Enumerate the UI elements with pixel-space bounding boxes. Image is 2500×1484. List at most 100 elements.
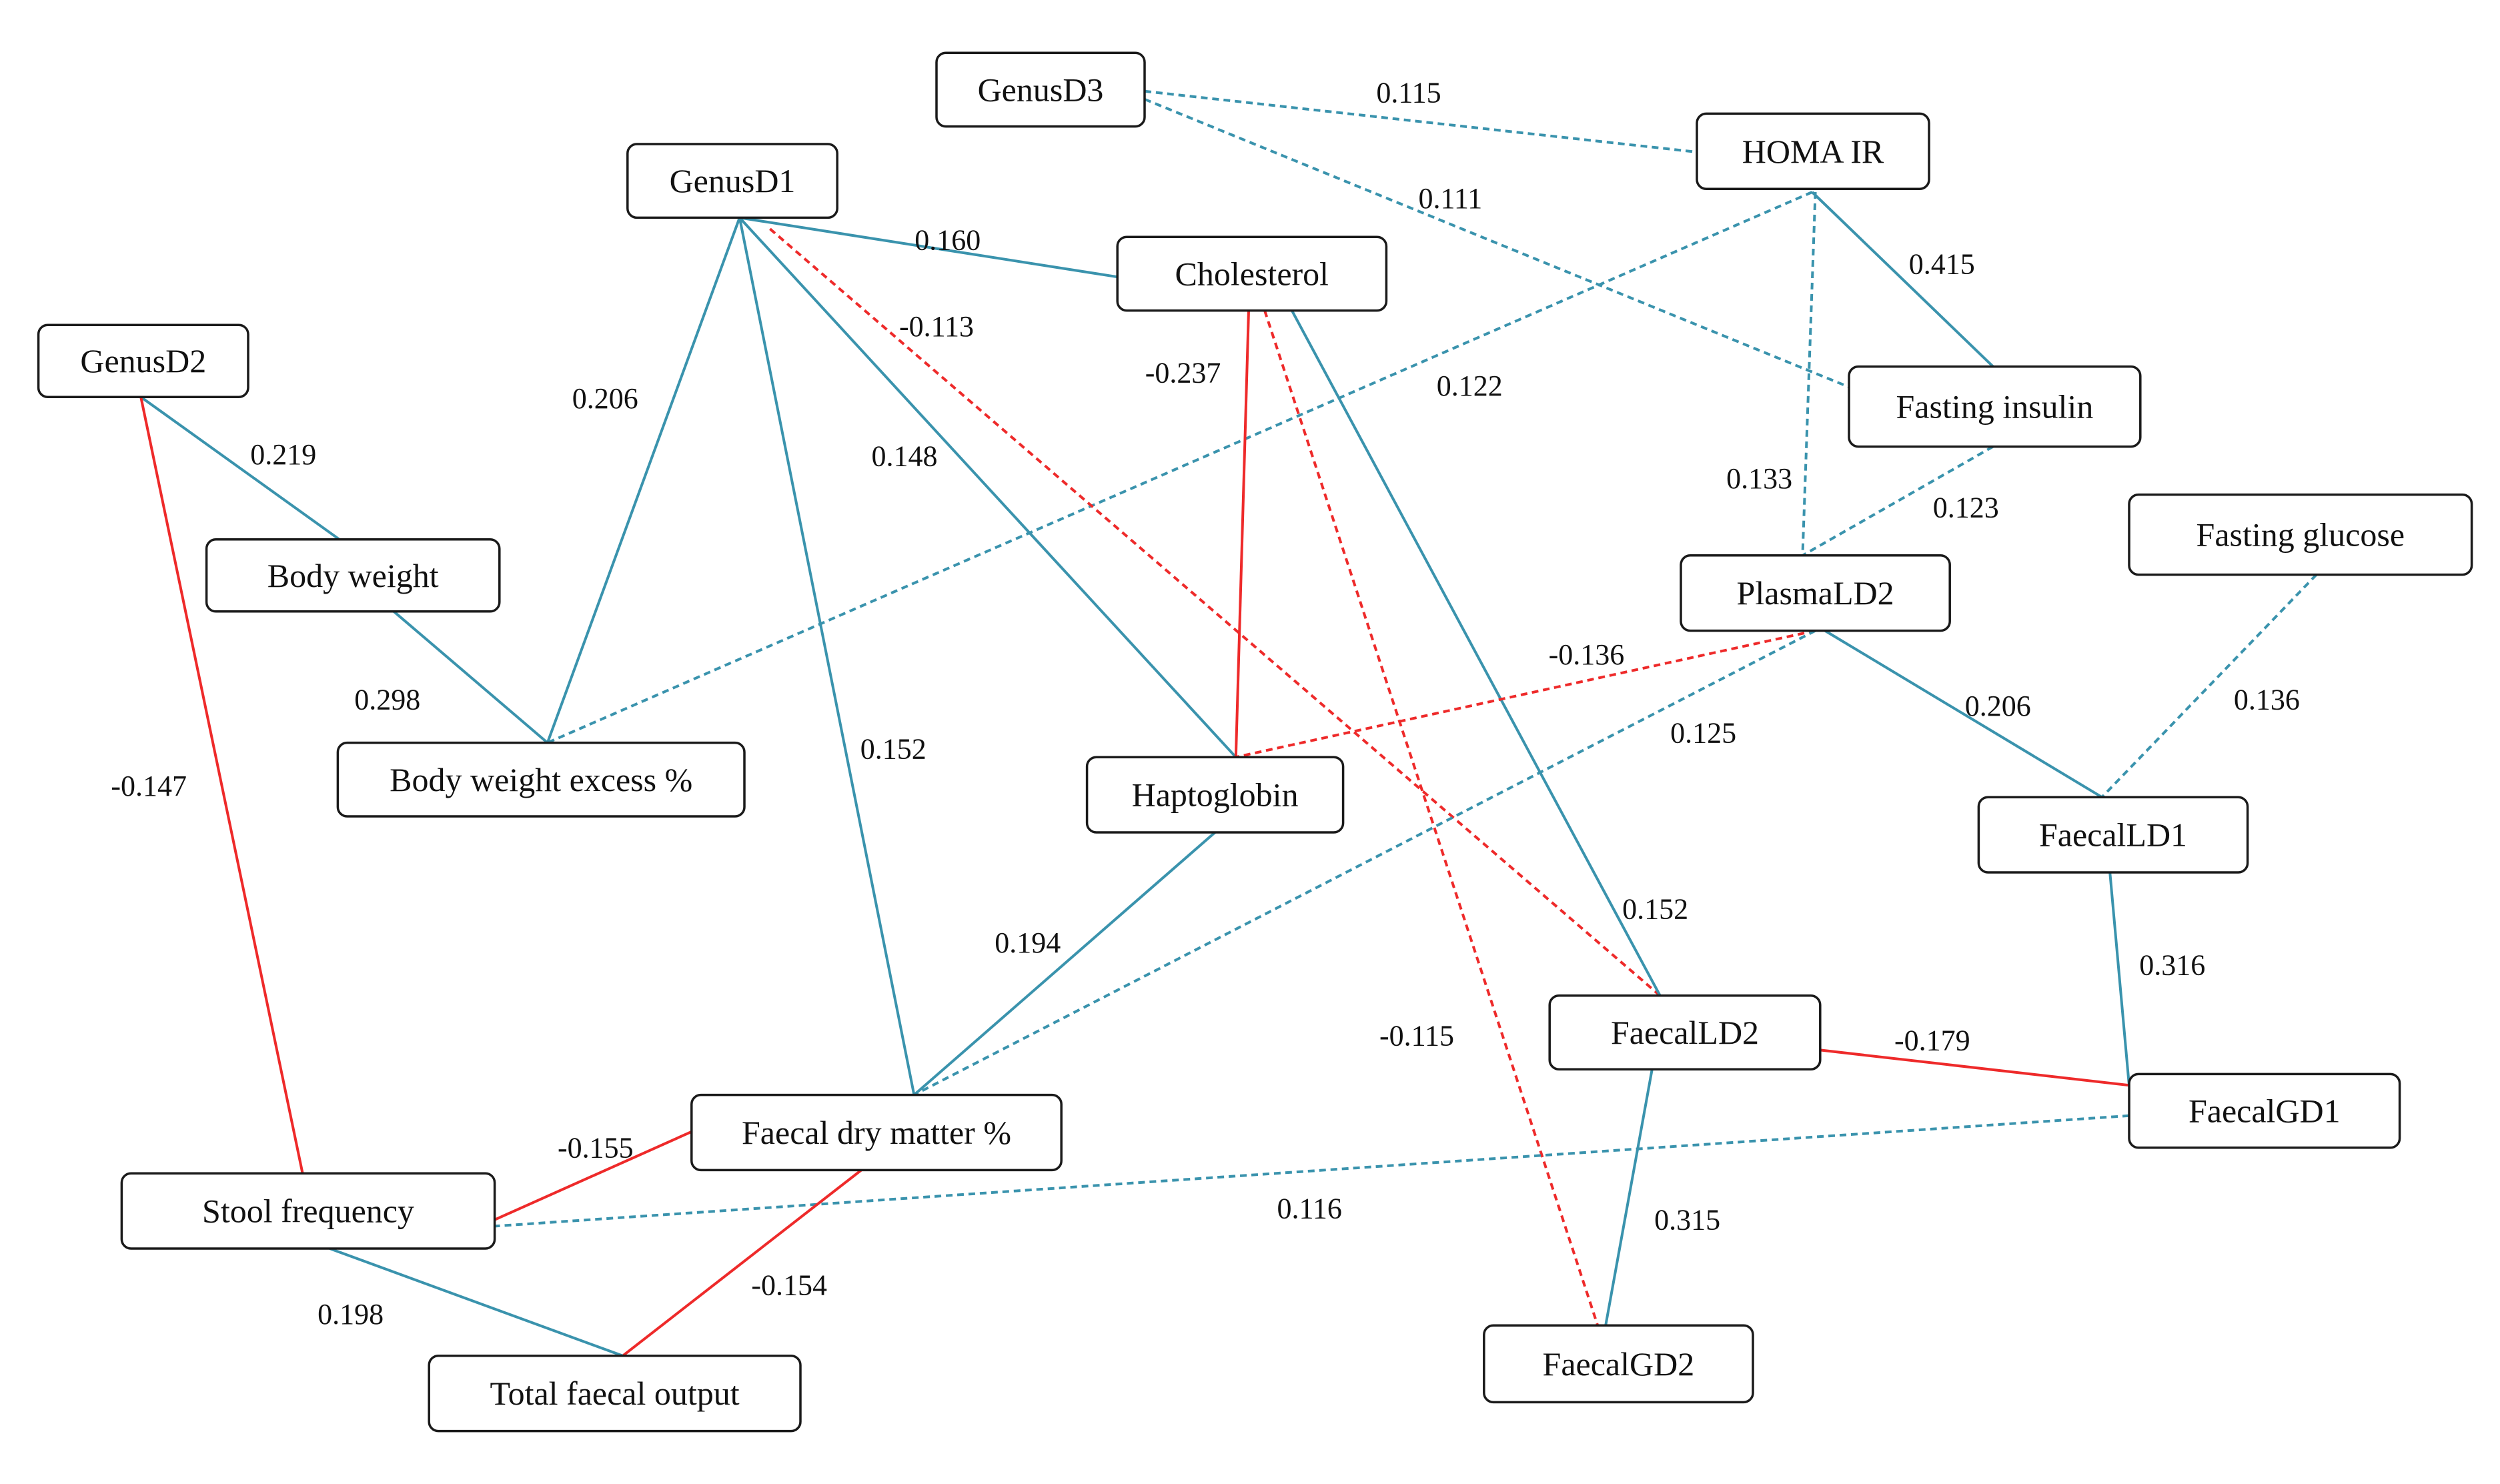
edge-label-faecalGD1-stoolFreq: 0.116 (1277, 1193, 1342, 1225)
edge-haptoglobin-faecalDM (913, 831, 1216, 1096)
node-box-faecalGD2 (1483, 1324, 1754, 1404)
node-cholesterol: Cholesterol (1116, 235, 1388, 312)
edge-label-faecalDM-stoolFreq: -0.155 (558, 1131, 634, 1164)
node-faecalGD1: FaecalGD1 (2128, 1072, 2401, 1149)
node-bwExcess: Body weight excess % (336, 741, 746, 818)
edge-label-homa-plasmaLD2: 0.133 (1726, 462, 1792, 495)
edge-homa-plasmaLD2 (1801, 191, 1817, 556)
node-faecalLD2: FaecalLD2 (1548, 994, 1822, 1070)
edge-genusD1-bwExcess (546, 217, 741, 744)
node-label-faecalLD1: FaecalLD1 (2039, 816, 2187, 854)
edge-label-fastingInsulin-plasmaLD2: 0.123 (1933, 491, 1999, 524)
edge-label-cholesterol-haptoglobin: -0.237 (1145, 357, 1221, 390)
edge-plasmaLD2-faecalLD1 (1824, 629, 2103, 798)
node-box-faecalLD2 (1548, 994, 1822, 1070)
edge-label-homa-bwExcess: 0.122 (1437, 369, 1503, 402)
node-homa: HOMA IR (1696, 112, 1930, 190)
node-totalFaecal: Total faecal output (428, 1355, 802, 1433)
edge-faecalGD1-stoolFreq (494, 1114, 2130, 1228)
node-box-fastingInsulin (1848, 365, 2142, 448)
node-label-fastingInsulin: Fasting insulin (1896, 388, 2093, 426)
edge-label-plasmaLD2-faecalLD1: 0.206 (1965, 690, 2031, 722)
node-label-plasmaLD2: PlasmaLD2 (1737, 574, 1894, 612)
edge-homa-bwExcess (547, 191, 1813, 744)
edge-label-genusD1-haptoglobin: 0.148 (872, 440, 938, 473)
edge-faecalDM-stoolFreq (494, 1130, 692, 1221)
node-box-stoolFreq (120, 1172, 496, 1250)
node-bodyWeight: Body weight (205, 538, 501, 613)
node-label-genusD1: GenusD1 (670, 162, 796, 199)
node-genusD3: GenusD3 (935, 51, 1146, 128)
edge-label-plasmaLD2-faecalDM: 0.125 (1670, 717, 1736, 750)
edge-label-genusD1-faecalLD2: -0.113 (899, 310, 974, 343)
edge-cholesterol-faecalLD2 (1291, 309, 1662, 996)
node-genusD2: GenusD2 (37, 323, 249, 398)
node-label-totalFaecal: Total faecal output (490, 1375, 740, 1412)
edge-genusD1-faecalLD2 (769, 227, 1662, 997)
node-faecalGD2: FaecalGD2 (1483, 1324, 1754, 1404)
edge-label-genusD3-homa: 0.115 (1376, 77, 1441, 109)
edge-stoolFreq-totalFaecal (329, 1247, 624, 1357)
node-box-faecalDM (690, 1093, 1063, 1172)
node-box-plasmaLD2 (1680, 554, 1951, 632)
node-label-faecalGD2: FaecalGD2 (1543, 1345, 1695, 1383)
node-box-bwExcess (336, 741, 746, 818)
node-box-cholesterol (1116, 235, 1388, 312)
edge-label-stoolFreq-totalFaecal: 0.198 (318, 1298, 384, 1331)
edge-label-genusD2-bodyWeight: 0.219 (250, 438, 316, 471)
edge-label-faecalLD1-faecalGD1: 0.316 (2139, 949, 2205, 982)
node-label-genusD2: GenusD2 (80, 342, 206, 380)
node-plasmaLD2: PlasmaLD2 (1680, 554, 1951, 632)
node-box-haptoglobin (1085, 756, 1345, 834)
node-label-stoolFreq: Stool frequency (202, 1193, 414, 1230)
node-box-genusD3 (935, 51, 1146, 128)
node-fastingInsulin: Fasting insulin (1848, 365, 2142, 448)
edge-genusD3-homa (1144, 89, 1698, 153)
edge-fastingInsulin-plasmaLD2 (1802, 445, 1994, 557)
node-label-haptoglobin: Haptoglobin (1132, 776, 1299, 814)
edge-faecalDM-totalFaecal (622, 1169, 862, 1357)
edge-label-fastingGlucose-faecalLD1: 0.136 (2234, 683, 2300, 716)
node-box-homa (1696, 112, 1930, 190)
edge-plasmaLD2-faecalDM (913, 629, 1816, 1096)
edge-label-faecalDM-totalFaecal: -0.154 (751, 1269, 827, 1302)
edge-cholesterol-haptoglobin (1234, 310, 1250, 758)
edge-genusD1-cholesterol (739, 216, 1118, 279)
edge-genusD1-faecalDM (738, 217, 916, 1095)
node-label-fastingGlucose: Fasting glucose (2197, 516, 2405, 554)
node-faecalDM: Faecal dry matter % (690, 1093, 1063, 1172)
node-box-faecalLD1 (1977, 796, 2249, 874)
edge-label-cholesterol-faecalLD2: 0.152 (1622, 893, 1688, 926)
node-fastingGlucose: Fasting glucose (2128, 493, 2473, 576)
edge-label-bodyWeight-bwExcess: 0.298 (354, 683, 420, 716)
edges-layer (139, 89, 2318, 1357)
node-label-faecalLD2: FaecalLD2 (1611, 1014, 1759, 1051)
node-faecalLD1: FaecalLD1 (1977, 796, 2249, 874)
edge-label-genusD2-stoolFreq: -0.147 (111, 770, 187, 802)
edge-faecalLD1-faecalGD1 (2108, 872, 2130, 1086)
edge-genusD1-haptoglobin (738, 217, 1237, 758)
edge-label-cholesterol-faecalGD2: -0.115 (1379, 1019, 1454, 1052)
node-box-fastingGlucose (2128, 493, 2473, 576)
edge-label-genusD1-cholesterol: 0.160 (914, 224, 981, 257)
edge-bodyWeight-bwExcess (393, 610, 549, 744)
node-label-homa: HOMA IR (1742, 133, 1884, 170)
edge-faecalLD2-faecalGD2 (1604, 1068, 1654, 1326)
edge-label-genusD1-bwExcess: 0.206 (572, 382, 638, 415)
edge-label-haptoglobin-faecalDM: 0.194 (995, 926, 1061, 959)
node-label-faecalGD1: FaecalGD1 (2189, 1092, 2341, 1130)
edge-genusD2-bodyWeight (140, 396, 340, 541)
edge-plasmaLD2-haptoglobin (1235, 629, 1816, 759)
edge-label-plasmaLD2-haptoglobin: -0.136 (1549, 638, 1625, 671)
edge-label-faecalLD2-faecalGD1: -0.179 (1894, 1024, 1970, 1057)
node-box-faecalGD1 (2128, 1072, 2401, 1149)
edge-label-faecalLD2-faecalGD2: 0.315 (1654, 1203, 1720, 1236)
node-haptoglobin: Haptoglobin (1085, 756, 1345, 834)
edge-genusD2-stoolFreq (139, 396, 304, 1174)
node-label-bwExcess: Body weight excess % (390, 761, 692, 798)
node-box-genusD1 (626, 143, 838, 219)
node-box-genusD2 (37, 323, 249, 398)
node-genusD1: GenusD1 (626, 143, 838, 219)
edge-homa-fastingInsulin (1811, 191, 1994, 368)
